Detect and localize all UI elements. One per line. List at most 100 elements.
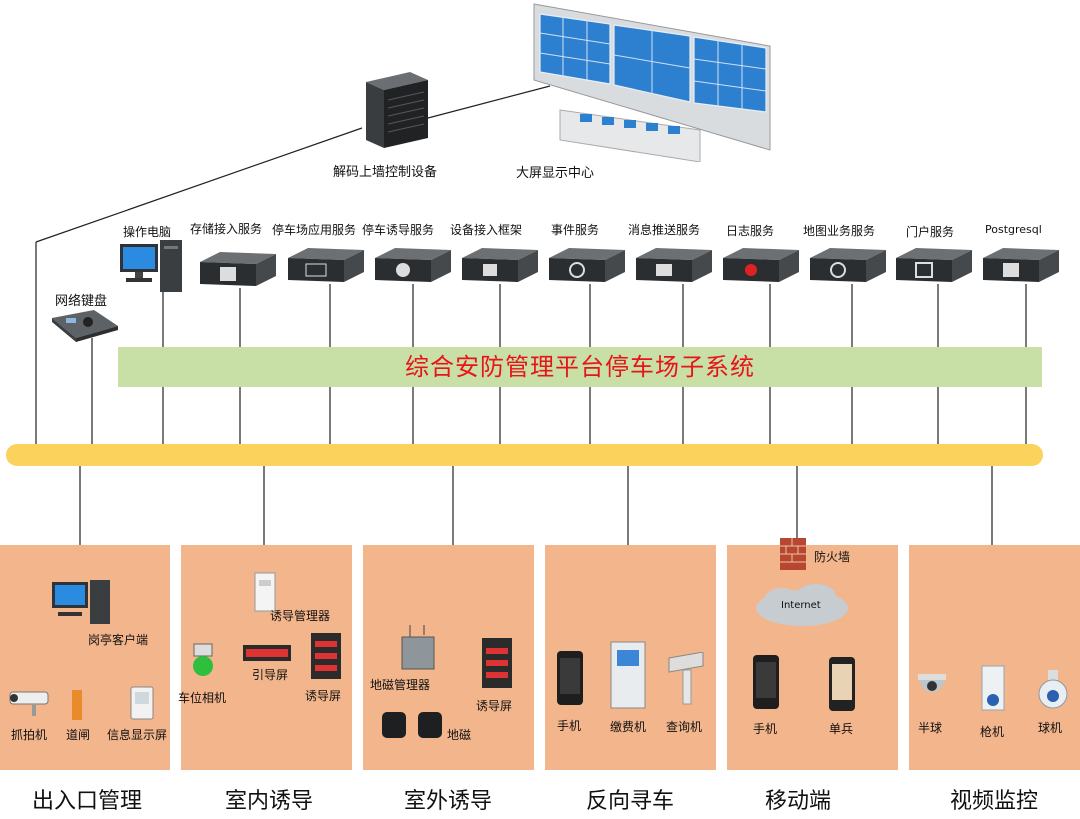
guide-screen: [243, 645, 291, 661]
internet-label: Internet: [781, 600, 821, 611]
magnet-label: 地磁: [447, 728, 472, 742]
led-screen-icon: [243, 645, 291, 661]
service-label-3: 停车诱导服务: [362, 223, 435, 237]
cloud-icon: [756, 584, 848, 626]
database-server: [983, 248, 1059, 282]
video-wall-icon: [533, 3, 771, 163]
guidance-server: [375, 248, 451, 282]
platform-title: 综合安防管理平台停车场子系统: [118, 347, 1042, 387]
magnetic-manager-label: 地磁管理器: [370, 678, 431, 692]
service-label-0: 操作电脑: [123, 225, 172, 239]
bullet-label: 枪机: [980, 725, 1005, 739]
portal-icon: [896, 248, 972, 282]
led-screen-icon: [482, 638, 512, 688]
guidance-icon: [375, 248, 451, 282]
info-display: [130, 686, 156, 722]
spot-camera-icon: [193, 643, 213, 676]
ptz-label: 球机: [1038, 721, 1063, 735]
video-wall: [530, 2, 780, 163]
section-title-video: 视频监控: [949, 789, 1038, 814]
storage-icon: [200, 252, 276, 286]
controller-icon: [254, 572, 276, 612]
soldier-label: 单兵: [829, 722, 854, 736]
firewall-label: 防火墙: [814, 550, 851, 564]
payment-machine: [609, 640, 647, 710]
booth-client-pc: [52, 580, 112, 626]
service-label-7: 日志服务: [726, 224, 775, 238]
magnet-sensor-icon: [382, 712, 442, 738]
message-icon: [636, 248, 712, 282]
spot-camera: [190, 642, 216, 678]
internet-cloud: [752, 582, 852, 630]
ptz-camera: [1036, 668, 1070, 712]
device-access-server: [462, 248, 538, 282]
operator-pc: [120, 240, 184, 294]
service-label-10: Postgresql: [985, 223, 1042, 236]
magnetic-sensors: [380, 710, 444, 740]
firewall: [778, 534, 808, 572]
map-icon: [810, 248, 886, 282]
storage-server: [200, 252, 276, 286]
log-server: [723, 248, 799, 282]
phone-mobile: [752, 654, 780, 710]
service-label-8: 地图业务服务: [803, 224, 876, 238]
query-kiosk-icon: [668, 651, 704, 705]
section-title-reverse: 反向寻车: [585, 789, 674, 814]
phone-reverse-label: 手机: [557, 719, 582, 733]
smartphone-icon: [829, 657, 855, 711]
kiosk-icon: [610, 641, 646, 709]
firewall-icon: [780, 538, 806, 570]
decoder-device: [358, 72, 430, 148]
service-label-4: 设备接入框架: [450, 223, 523, 237]
section-video: [909, 545, 1080, 770]
computer-icon: [52, 580, 110, 624]
computer-icon: [120, 240, 182, 292]
server-cabinet-icon: [366, 72, 428, 148]
camera-icon: [9, 691, 49, 716]
guide-screen-label: 引导屏: [252, 668, 289, 682]
service-label-5: 事件服务: [551, 223, 600, 237]
log-icon: [723, 248, 799, 282]
event-icon: [549, 248, 625, 282]
tv-icon: [288, 248, 364, 282]
guidance-manager: [254, 572, 276, 612]
network-bus: [6, 444, 1043, 466]
payment-machine-label: 缴费机: [610, 720, 647, 734]
bullet-camera: [978, 662, 1008, 716]
phone-icon: [753, 655, 779, 709]
keyboard-label: 网络键盘: [55, 294, 108, 309]
database-icon: [983, 248, 1059, 282]
display-icon: [130, 686, 154, 720]
message-server: [636, 248, 712, 282]
service-label-2: 停车场应用服务: [272, 223, 357, 237]
parking-app-server: [288, 248, 364, 282]
device-icon: [462, 248, 538, 282]
keyboard-icon: [52, 310, 118, 342]
magnetic-manager-icon: [401, 625, 435, 670]
dome-camera: [916, 672, 948, 700]
barrier-gate: [70, 688, 86, 722]
dome-camera-icon: [918, 674, 946, 692]
gate-icon: [72, 690, 82, 720]
section-title-entrance: 出入口管理: [31, 789, 142, 814]
induce-screen-outdoor-label: 诱导屏: [476, 699, 513, 713]
guidance-manager-label: 诱导管理器: [270, 609, 331, 623]
service-label-1: 存储接入服务: [190, 222, 263, 236]
decoder-label: 解码上墙控制设备: [333, 165, 438, 180]
booth-client-label: 岗亭客户端: [88, 633, 149, 647]
map-server: [810, 248, 886, 282]
ptz-camera-icon: [1038, 670, 1068, 709]
single-soldier-device: [828, 656, 856, 712]
phone-reverse: [556, 650, 584, 706]
video-wall-label: 大屏显示中心: [516, 166, 595, 181]
induce-screen-outdoor: [482, 638, 512, 688]
induce-screen-indoor-label: 诱导屏: [305, 689, 342, 703]
gate-label: 道闸: [66, 728, 91, 742]
capture-camera: [8, 690, 54, 718]
info-display-label: 信息显示屏: [107, 728, 168, 742]
induce-screen-indoor: [311, 633, 341, 679]
capture-camera-label: 抓拍机: [11, 728, 48, 742]
led-screen-icon: [311, 633, 341, 679]
network-keyboard[interactable]: [50, 308, 120, 342]
magnetic-manager: [398, 625, 438, 671]
